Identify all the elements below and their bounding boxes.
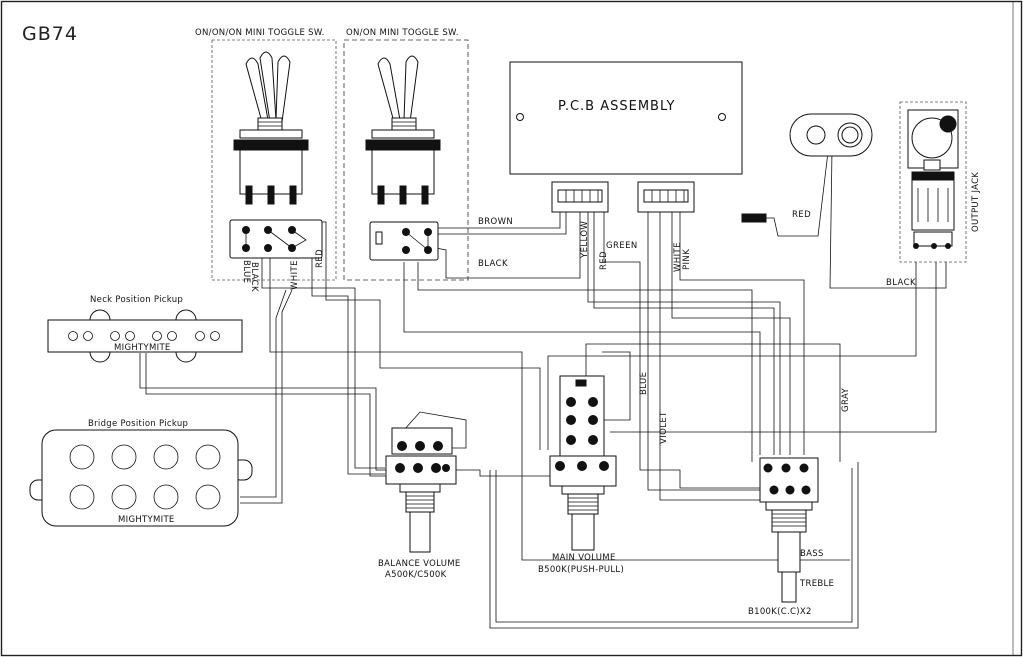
wire-label-white-toggle: WHITE: [290, 260, 300, 290]
wire-label-blue-toggle: BLUE: [241, 260, 251, 283]
wire-label-brown: BROWN: [478, 217, 513, 227]
wire-label-blue-pot: BLUE: [639, 372, 649, 395]
pcb-label: P.C.B ASSEMBLY: [558, 99, 675, 114]
neck-pickup: Neck Position Pickup MIGHTYMITE: [47, 295, 243, 363]
toggle-3way-lugs: [229, 219, 323, 259]
toggle-2way-lugs: [369, 221, 439, 261]
wire-label-gray: GRAY: [841, 387, 851, 412]
toggle-3way-label: ON/ON/ON MINI TOGGLE SW.: [195, 28, 325, 38]
wires: [139, 149, 947, 629]
pcb-connector-right: [637, 181, 695, 213]
wire-label-red-pcb: RED: [599, 251, 609, 270]
treble-label: TREBLE: [799, 579, 834, 589]
toggle-2way-levers: [365, 55, 441, 205]
bridge-pickup-label: Bridge Position Pickup: [88, 419, 188, 429]
pcb-connector-left: [551, 181, 609, 213]
neck-pickup-brand: MIGHTYMITE: [114, 343, 171, 353]
toggle-3way-levers: [233, 51, 309, 205]
main-volume-value: B500K(PUSH-PULL): [538, 565, 624, 575]
battery-snap: [741, 113, 873, 223]
toggle-2way-label: ON/ON MINI TOGGLE SW.: [346, 28, 459, 38]
toggle-2way: ON/ON MINI TOGGLE SW.: [343, 28, 469, 281]
wire-label-white-pcb: WHITE: [673, 242, 683, 272]
tone-pot: BASS TREBLE B100K(C.C)X2: [748, 457, 834, 617]
toggle-3way: ON/ON/ON MINI TOGGLE SW.: [195, 28, 337, 281]
wire-label-green: GREEN: [606, 241, 638, 251]
wire-label-violet: VIOLET: [659, 411, 669, 444]
wire-labels: BROWN BLACK YELLOW RED GREEN WHITE PINK …: [241, 210, 916, 444]
wire-label-red-toggle: RED: [315, 249, 325, 268]
output-jack-label: OUTPUT JACK: [971, 172, 981, 232]
main-volume-name: MAIN VOLUME: [552, 553, 616, 563]
pcb-assembly: P.C.B ASSEMBLY: [509, 61, 743, 213]
wire-label-black-toggle: BLACK: [478, 259, 508, 269]
bass-label: BASS: [800, 549, 824, 559]
bridge-pickup-brand: MIGHTYMITE: [118, 515, 175, 525]
bridge-pickup: Bridge Position Pickup MIGHTYMITE: [29, 419, 253, 527]
tone-pot-value: B100K(C.C)X2: [748, 607, 812, 617]
wire-label-red-battery: RED: [792, 210, 811, 220]
main-volume-pot: MAIN VOLUME B500K(PUSH-PULL): [538, 375, 624, 575]
wire-label-black-jack: BLACK: [886, 278, 916, 288]
wire-label-pink: PINK: [682, 249, 692, 270]
neck-pickup-label: Neck Position Pickup: [90, 295, 183, 305]
output-jack: OUTPUT JACK: [899, 101, 981, 263]
balance-volume-value: A500K/C500K: [385, 570, 447, 580]
balance-volume-pot: BALANCE VOLUME A500K/C500K: [378, 427, 461, 580]
wire-label-black-toggle-vertical: BLACK: [249, 262, 259, 292]
model-title: GB74: [22, 23, 78, 45]
balance-volume-name: BALANCE VOLUME: [378, 559, 461, 569]
wire-label-yellow: YELLOW: [580, 221, 590, 259]
